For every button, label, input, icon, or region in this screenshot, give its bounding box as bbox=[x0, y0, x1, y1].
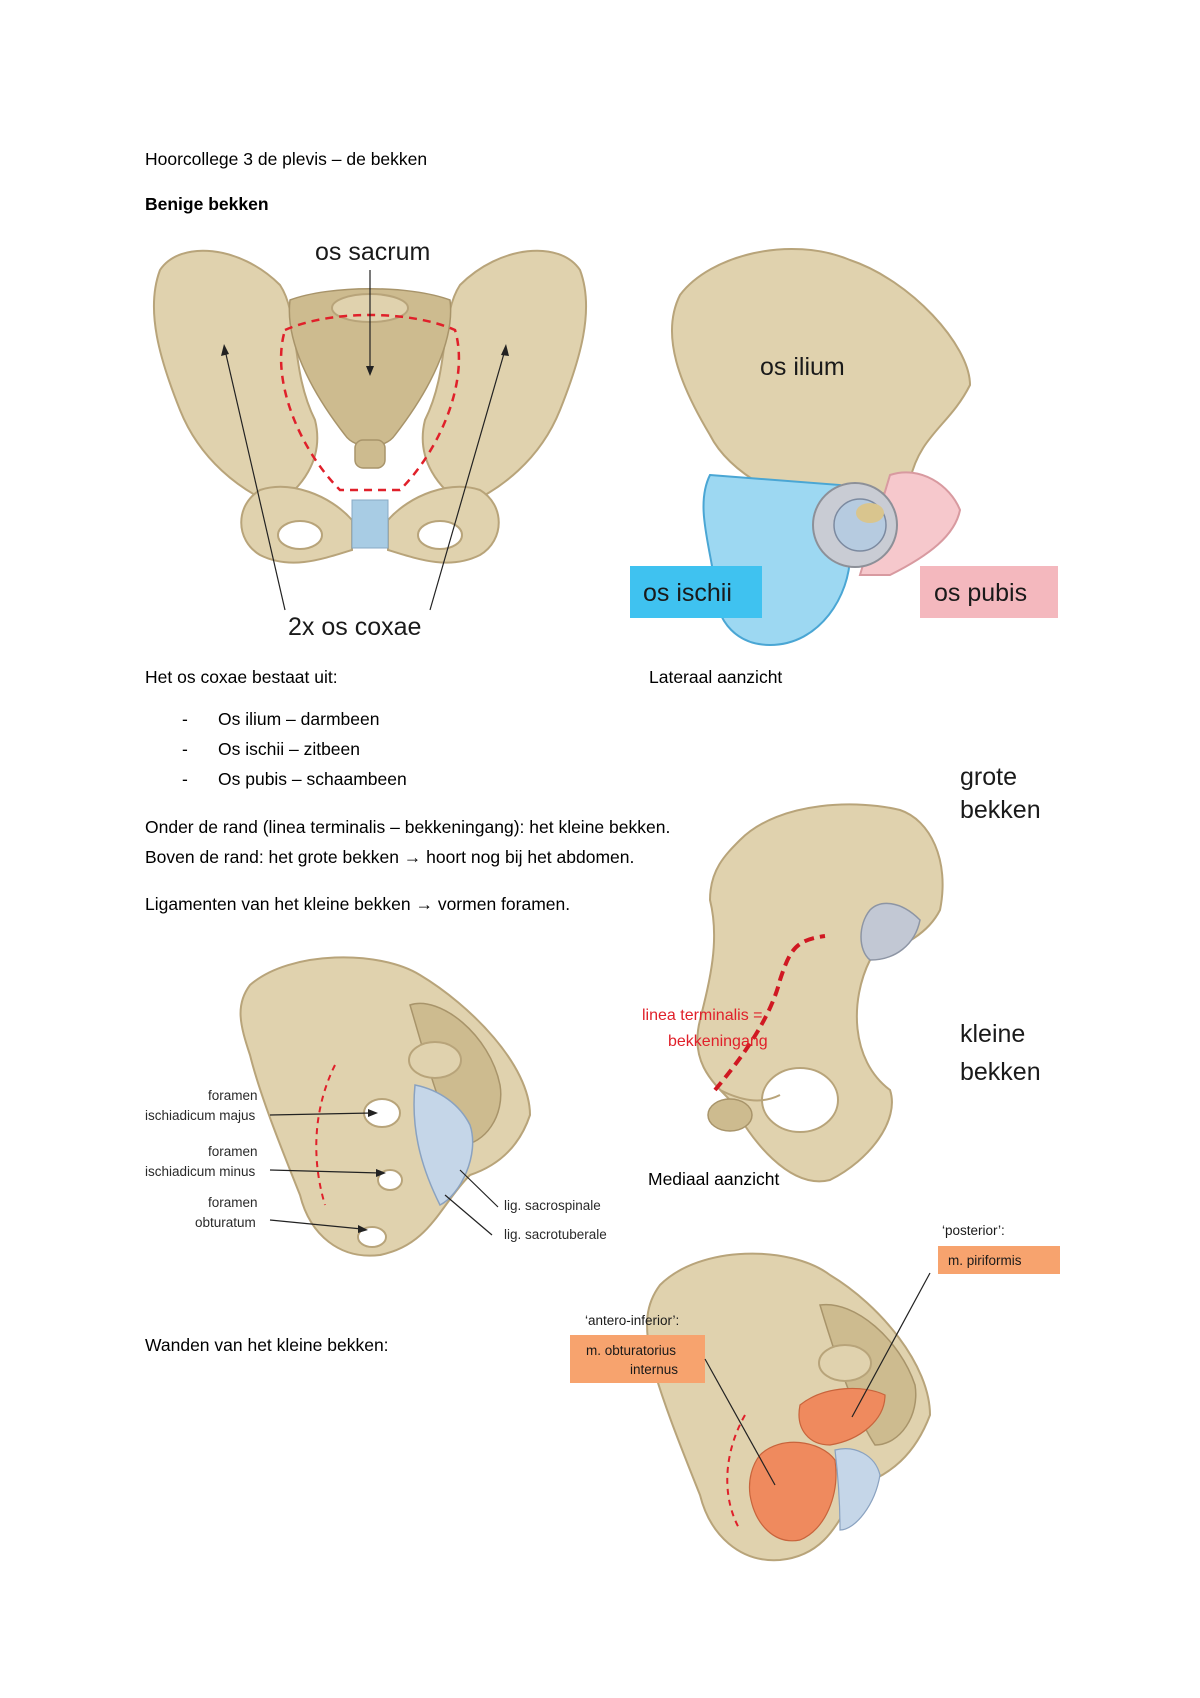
label-obturatorius-2: internus bbox=[630, 1362, 678, 1377]
medial-view-caption: Mediaal aanzicht bbox=[648, 1169, 780, 1189]
label-lig-sacrospinale: lig. sacrospinale bbox=[504, 1198, 601, 1213]
label-bg-obturatorius bbox=[570, 1335, 705, 1383]
label-fimi-2: ischiadicum minus bbox=[145, 1164, 256, 1179]
label-kleine-1: kleine bbox=[960, 1020, 1025, 1048]
list-item: -Os ischii – zitbeen bbox=[182, 739, 361, 759]
label-fim-2: ischiadicum majus bbox=[145, 1108, 256, 1123]
label-os-coxae: 2x os coxae bbox=[288, 613, 421, 641]
label-grote-1: grote bbox=[960, 763, 1017, 791]
walls-text: Wanden van het kleine bekken: bbox=[145, 1335, 389, 1355]
label-fim-1: foramen bbox=[208, 1088, 258, 1103]
label-kleine-2: bekken bbox=[960, 1058, 1041, 1086]
label-linea-1: linea terminalis = bbox=[642, 1007, 763, 1024]
list-item: -Os ilium – darmbeen bbox=[182, 709, 380, 729]
label-lig-sacrotuberale: lig. sacrotuberale bbox=[504, 1227, 607, 1242]
under-rim-text: Onder de rand (linea terminalis – bekken… bbox=[145, 817, 671, 837]
pelvis-anterior-figure: os sacrum 2x os coxae bbox=[152, 238, 588, 641]
label-fimi-1: foramen bbox=[208, 1144, 258, 1159]
label-posterior: ‘posterior’: bbox=[942, 1223, 1005, 1238]
section-heading: Benige bekken bbox=[145, 194, 269, 214]
coxae-intro-text: Het os coxae bestaat uit: bbox=[145, 667, 338, 687]
piriformis-muscle bbox=[798, 1387, 886, 1446]
bone-list: -Os ilium – darmbeen -Os ischii – zitbee… bbox=[182, 708, 407, 798]
document-title: Hoorcollege 3 de plevis – de bekken bbox=[145, 149, 428, 169]
label-antero-inferior: ‘antero-inferior’: bbox=[585, 1313, 679, 1328]
label-piriformis: m. piriformis bbox=[948, 1253, 1022, 1268]
list-item: -Os pubis – schaambeen bbox=[182, 769, 407, 789]
label-os-ischii: os ischii bbox=[643, 579, 732, 607]
label-bg-ischii bbox=[630, 566, 762, 618]
label-bg-pubis bbox=[920, 566, 1058, 618]
label-os-ilium: os ilium bbox=[760, 353, 845, 381]
label-bg-piriformis bbox=[938, 1246, 1060, 1274]
above-rim-text: Boven de rand: het grote bekken → hoort … bbox=[145, 847, 635, 867]
obturator-internus-muscle bbox=[748, 1441, 837, 1542]
label-os-sacrum: os sacrum bbox=[315, 238, 430, 266]
list-item-text: Os pubis – schaambeen bbox=[218, 769, 407, 789]
ligaments-text: Ligamenten van het kleine bekken → vorme… bbox=[145, 894, 571, 914]
label-obturatorius-1: m. obturatorius bbox=[586, 1343, 676, 1358]
label-grote-2: bekken bbox=[960, 796, 1041, 824]
label-fo-2: obturatum bbox=[195, 1215, 256, 1230]
list-item-text: Os ilium – darmbeen bbox=[218, 709, 380, 729]
label-fo-1: foramen bbox=[208, 1195, 258, 1210]
pelvic-ligaments-figure: foramen ischiadicum majus foramen ischia… bbox=[145, 956, 607, 1257]
label-linea-2: bekkeningang bbox=[668, 1033, 768, 1050]
os-coxae-medial-figure: grote bekken kleine bekken linea termina… bbox=[642, 763, 1041, 1183]
label-os-pubis: os pubis bbox=[934, 579, 1027, 607]
pelvic-wall-muscles-figure: ‘posterior’: m. piriformis ‘antero-infer… bbox=[570, 1223, 1060, 1562]
list-item-text: Os ischii – zitbeen bbox=[218, 739, 361, 759]
os-coxae-lateral-figure: os ilium os ischii os pubis bbox=[630, 248, 1058, 647]
lateral-view-caption: Lateraal aanzicht bbox=[649, 667, 783, 687]
